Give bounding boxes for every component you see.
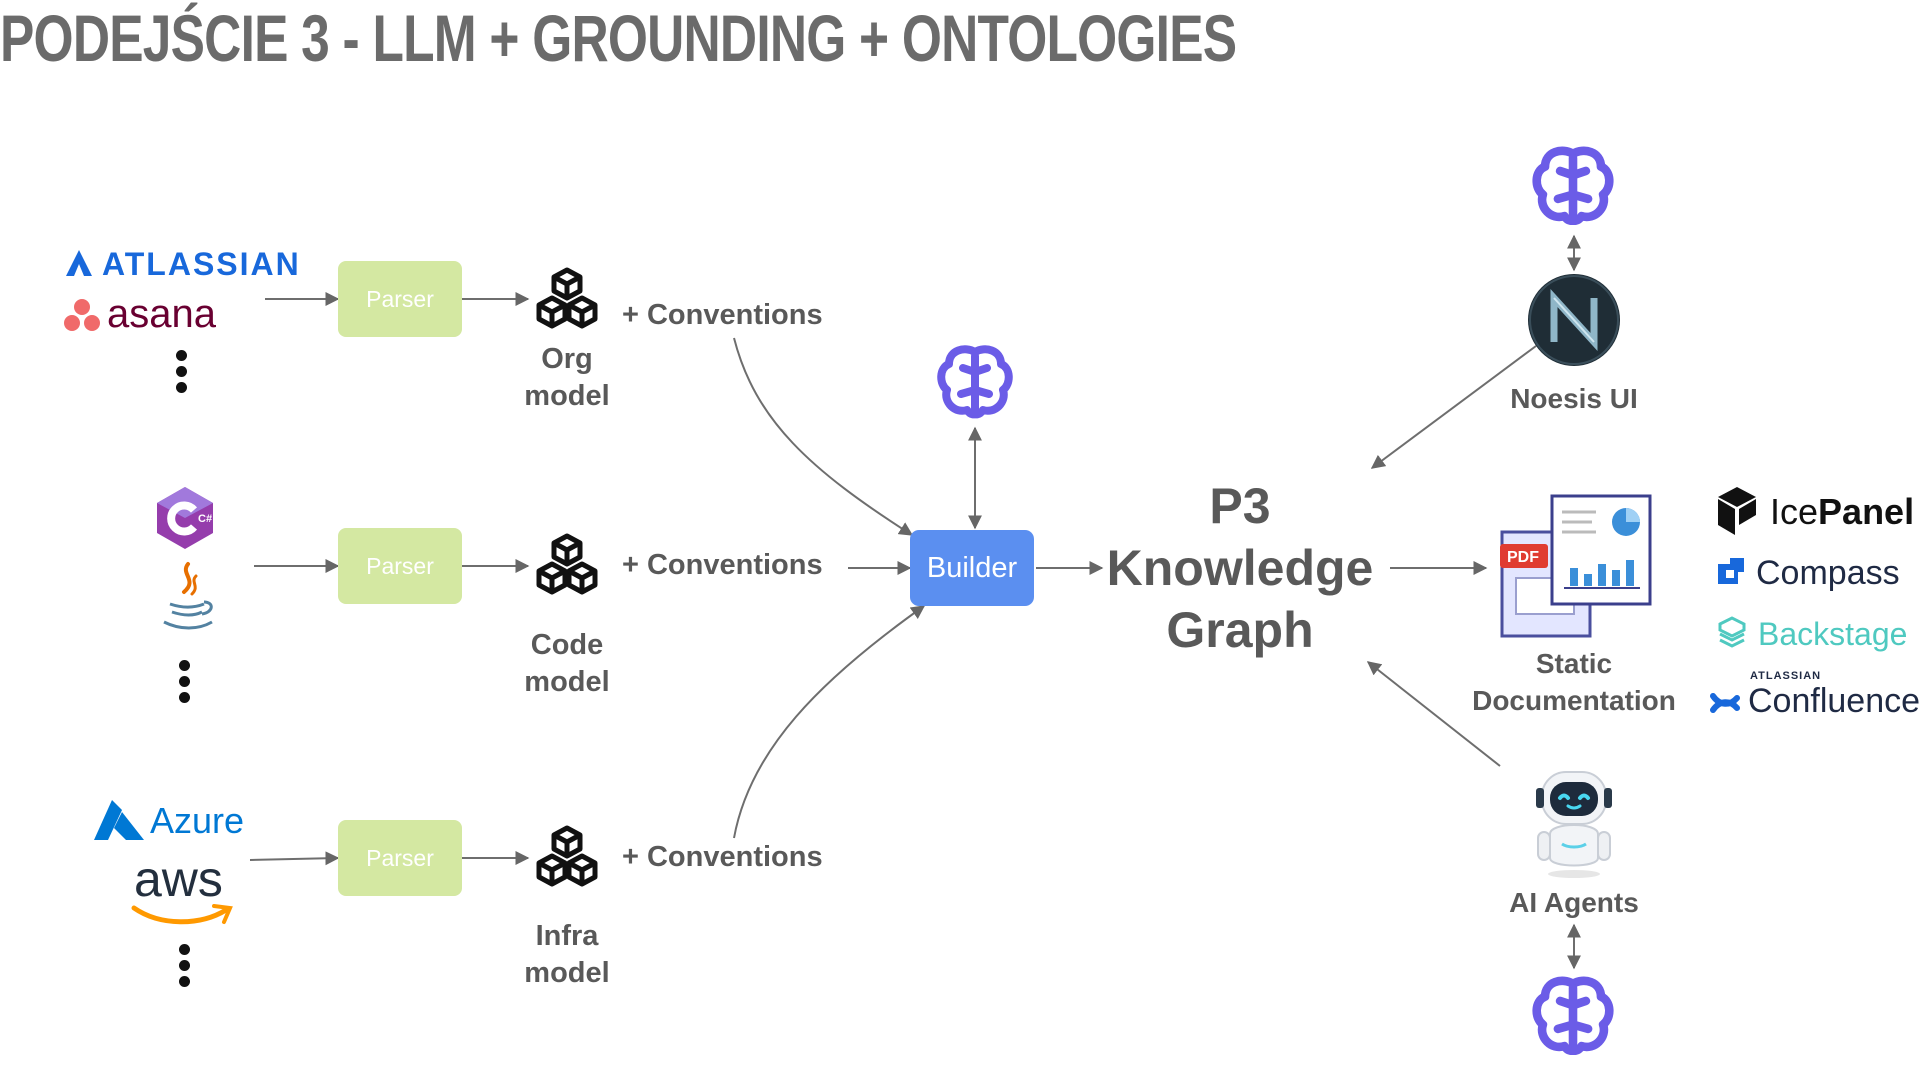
csharp-label: C# bbox=[198, 513, 212, 525]
compass-wordmark: Compass bbox=[1756, 554, 1900, 592]
ai-agents-label: AI Agents bbox=[1509, 887, 1639, 918]
infra-model-cubes-icon bbox=[536, 825, 598, 887]
code-model-label-line2: model bbox=[524, 666, 610, 698]
icepanel-wordmark: IcePanel bbox=[1770, 491, 1914, 533]
icepanel-wordmark-ice: Ice bbox=[1770, 491, 1819, 532]
more-sources-dots bbox=[179, 944, 191, 992]
noesis-logo-icon bbox=[1528, 274, 1620, 366]
code-model-label: Code model bbox=[487, 627, 647, 701]
icepanel-icon bbox=[1718, 487, 1756, 535]
more-sources-dots bbox=[179, 660, 191, 708]
ai-agent-robot-icon bbox=[1536, 771, 1612, 878]
kg-label-line2: Knowledge bbox=[1106, 540, 1374, 596]
infra-model-label-line1: Infra bbox=[535, 920, 599, 952]
java-icon bbox=[163, 562, 213, 630]
kg-label-line1: P3 bbox=[1209, 478, 1271, 534]
csharp-icon: C# bbox=[157, 487, 213, 549]
agents-brain-icon bbox=[1532, 976, 1614, 1056]
azure-icon bbox=[94, 800, 144, 840]
pdf-badge: PDF bbox=[1507, 549, 1539, 566]
knowledge-graph-label: P3 Knowledge Graph bbox=[1090, 475, 1390, 661]
aws-smile-icon bbox=[131, 904, 233, 925]
confluence-atlassian-wordmark: ATLASSIAN bbox=[1750, 670, 1822, 682]
org-model-label-line2: model bbox=[524, 380, 610, 412]
org-parser-box: Parser bbox=[338, 261, 462, 337]
more-sources-dots bbox=[176, 350, 188, 398]
azure-wordmark: Azure bbox=[150, 800, 245, 841]
kg-label-line3: Graph bbox=[1166, 602, 1314, 658]
infra-parser-box: Parser bbox=[338, 820, 462, 896]
org-conventions-label: + Conventions bbox=[622, 299, 823, 331]
infra-conventions-label: + Conventions bbox=[622, 841, 823, 873]
code-parser-box: Parser bbox=[338, 528, 462, 604]
org-model-label: Org model bbox=[487, 341, 647, 415]
builder-box: Builder bbox=[910, 530, 1034, 606]
aws-wordmark: aws bbox=[134, 851, 223, 907]
backstage-icon bbox=[1718, 616, 1746, 648]
asana-icon bbox=[64, 299, 100, 331]
backstage-wordmark: Backstage bbox=[1758, 616, 1908, 652]
org-model-label-line1: Org bbox=[541, 343, 593, 375]
code-model-cubes-icon bbox=[536, 533, 598, 595]
compass-icon bbox=[1718, 558, 1744, 584]
atlassian-icon bbox=[66, 250, 92, 276]
code-conventions-label: + Conventions bbox=[622, 549, 823, 581]
static-docs-line2: Documentation bbox=[1472, 685, 1676, 716]
asana-wordmark: asana bbox=[107, 292, 216, 336]
infra-model-label: Infra model bbox=[487, 918, 647, 992]
icepanel-wordmark-panel: Panel bbox=[1818, 491, 1915, 532]
org-model-cubes-icon bbox=[536, 267, 598, 329]
static-docs-line1: Static bbox=[1535, 648, 1613, 679]
infra-model-label-line2: model bbox=[524, 957, 610, 989]
noesis-ui-label: Noesis UI bbox=[1510, 383, 1638, 414]
confluence-wordmark: Confluence bbox=[1748, 682, 1920, 720]
code-model-label-line1: Code bbox=[530, 629, 604, 661]
confluence-icon bbox=[1710, 693, 1740, 713]
page-title: PODEJŚCIE 3 - LLM + GROUNDING + ONTOLOGI… bbox=[0, 1, 1237, 75]
builder-brain-icon bbox=[937, 345, 1013, 419]
java-logo bbox=[154, 560, 218, 645]
atlassian-wordmark: ATLASSIAN bbox=[102, 246, 301, 282]
static-documentation-label: Static Documentation bbox=[1456, 645, 1692, 719]
static-documentation-icon: PDF bbox=[1500, 494, 1652, 638]
noesis-brain-icon bbox=[1532, 146, 1614, 226]
csharp-logo: C# bbox=[154, 485, 216, 556]
